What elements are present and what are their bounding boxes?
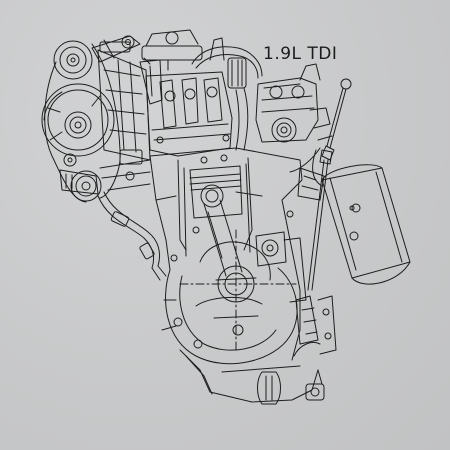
oil-pan	[179, 342, 325, 405]
engine-block	[99, 147, 303, 361]
oil-filter	[297, 149, 411, 285]
fasteners	[143, 57, 355, 262]
crankcase	[161, 229, 298, 365]
auxiliary-housing	[255, 149, 337, 355]
engine-label: 1.9L TDI	[263, 44, 338, 64]
timing-pulleys	[41, 35, 141, 203]
cylinder-head	[97, 29, 263, 161]
injection-pump	[255, 63, 352, 173]
coolant-hoses	[59, 169, 167, 281]
